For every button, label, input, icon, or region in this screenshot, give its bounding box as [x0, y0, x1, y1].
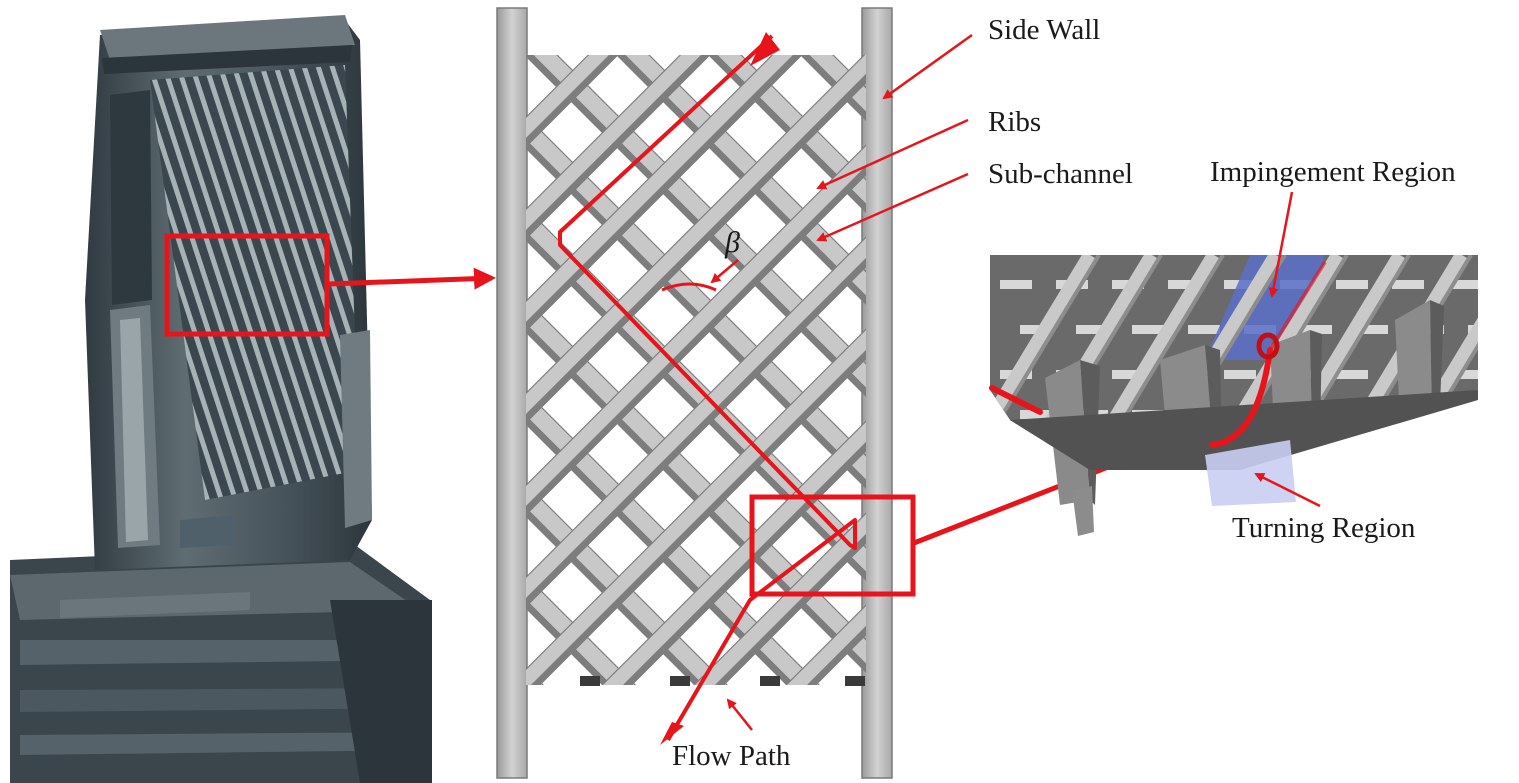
flow-path-pointer — [726, 698, 753, 731]
label-side-wall: Side Wall — [988, 14, 1101, 46]
blade-rib — [257, 65, 360, 500]
impingement-pointer — [1268, 191, 1294, 298]
label-ribs: Ribs — [988, 106, 1042, 138]
label-beta: β — [725, 226, 740, 259]
blade-rib — [0, 60, 74, 520]
lattice-channel — [496, 7, 916, 779]
label-impingement-region: Impingement Region — [1210, 156, 1456, 188]
blade-rib — [187, 65, 343, 500]
side-wall-pointer — [882, 33, 973, 100]
blade-rib — [159, 65, 315, 500]
lattice-rib — [603, 422, 866, 685]
beta-angle-arc — [661, 282, 717, 292]
lattice-rib — [526, 146, 866, 506]
label-turning-region: Turning Region — [1232, 512, 1416, 544]
blade-rib — [150, 65, 287, 500]
turning-region-highlight — [1205, 440, 1296, 506]
blade-rib — [201, 65, 357, 500]
lattice-rib — [526, 208, 866, 572]
turning-pointer — [1254, 472, 1321, 508]
lattice-rib — [526, 330, 866, 685]
blade-rib — [0, 60, 4, 520]
blade-rib — [299, 65, 360, 500]
rib-foot — [580, 676, 600, 686]
label-sub-channel: Sub-channel — [988, 158, 1133, 190]
flow-path-outlet-arrowhead — [750, 32, 780, 66]
lattice-rib — [526, 238, 866, 598]
rib-foot — [670, 676, 690, 686]
blade-rib — [0, 60, 46, 520]
rib-foot — [760, 676, 780, 686]
closeup-bar — [1168, 280, 1200, 289]
closeup-rib — [990, 255, 1096, 470]
blade-rib — [0, 60, 88, 520]
label-flow-path: Flow Path — [672, 740, 791, 772]
lattice-rib — [526, 392, 819, 685]
closeup-flow-tube — [989, 347, 1273, 448]
lattice-rib — [526, 484, 727, 685]
blade-rib — [0, 60, 60, 520]
closeup-bar — [1132, 325, 1164, 334]
lattice-rib — [787, 606, 866, 685]
closeup-bar — [1076, 325, 1108, 334]
flow-path-line — [558, 34, 857, 742]
closeup-bar — [1020, 410, 1052, 419]
sub-channel-pointer — [816, 172, 969, 242]
blade-rib — [0, 60, 32, 520]
closeup-bar — [1112, 370, 1144, 379]
closeup-bar — [1224, 370, 1256, 379]
closeup-bar — [1448, 280, 1478, 289]
lattice-rib — [717, 55, 866, 204]
closeup-bar — [1000, 280, 1032, 289]
rib-feet — [580, 676, 865, 686]
closeup-bar — [1020, 325, 1052, 334]
ribs-layer-b — [526, 55, 866, 685]
blade-rib — [150, 65, 273, 500]
closeup-bar — [1468, 410, 1478, 419]
closeup-flow-ring — [1256, 332, 1280, 360]
blade-rib — [313, 65, 360, 500]
rib-foot — [845, 676, 865, 686]
lattice-rib — [526, 300, 866, 664]
blade-rib — [0, 60, 18, 520]
lattice-rib — [625, 55, 866, 296]
lattice-rib — [526, 55, 793, 322]
ribs-pointer — [816, 118, 969, 190]
blade-rib — [243, 65, 360, 500]
blade-rib — [150, 65, 259, 500]
lattice-rib — [533, 55, 866, 388]
closeup-bar — [1300, 325, 1332, 334]
closeup-bar — [1188, 325, 1220, 334]
closeup-bar — [1356, 325, 1388, 334]
flow-path-inlet-arrowhead — [660, 722, 684, 745]
closeup-bar — [1392, 280, 1424, 289]
blade-rib — [355, 65, 360, 500]
beta-pointer — [710, 259, 739, 284]
blade-zoom-box — [164, 233, 330, 337]
blade-rib — [285, 65, 360, 500]
turning-zoom-box — [749, 494, 916, 597]
turning-region-closeup — [989, 191, 1478, 536]
blade-rib — [150, 65, 301, 500]
closeup-bar — [1336, 370, 1368, 379]
lattice-rib — [526, 55, 701, 230]
lattice-rib — [526, 55, 866, 414]
turbine-blade-photo — [0, 15, 432, 783]
lattice-rib — [526, 576, 635, 685]
lattice-rib — [526, 116, 866, 480]
lattice-rib — [695, 514, 866, 685]
blade-rib — [173, 65, 329, 500]
left-side-wall — [496, 7, 528, 779]
right-side-wall — [861, 7, 893, 779]
blade-rib — [271, 65, 360, 500]
closeup-bar — [1336, 280, 1368, 289]
zoom-arrow-blade-to-lattice — [328, 267, 496, 290]
